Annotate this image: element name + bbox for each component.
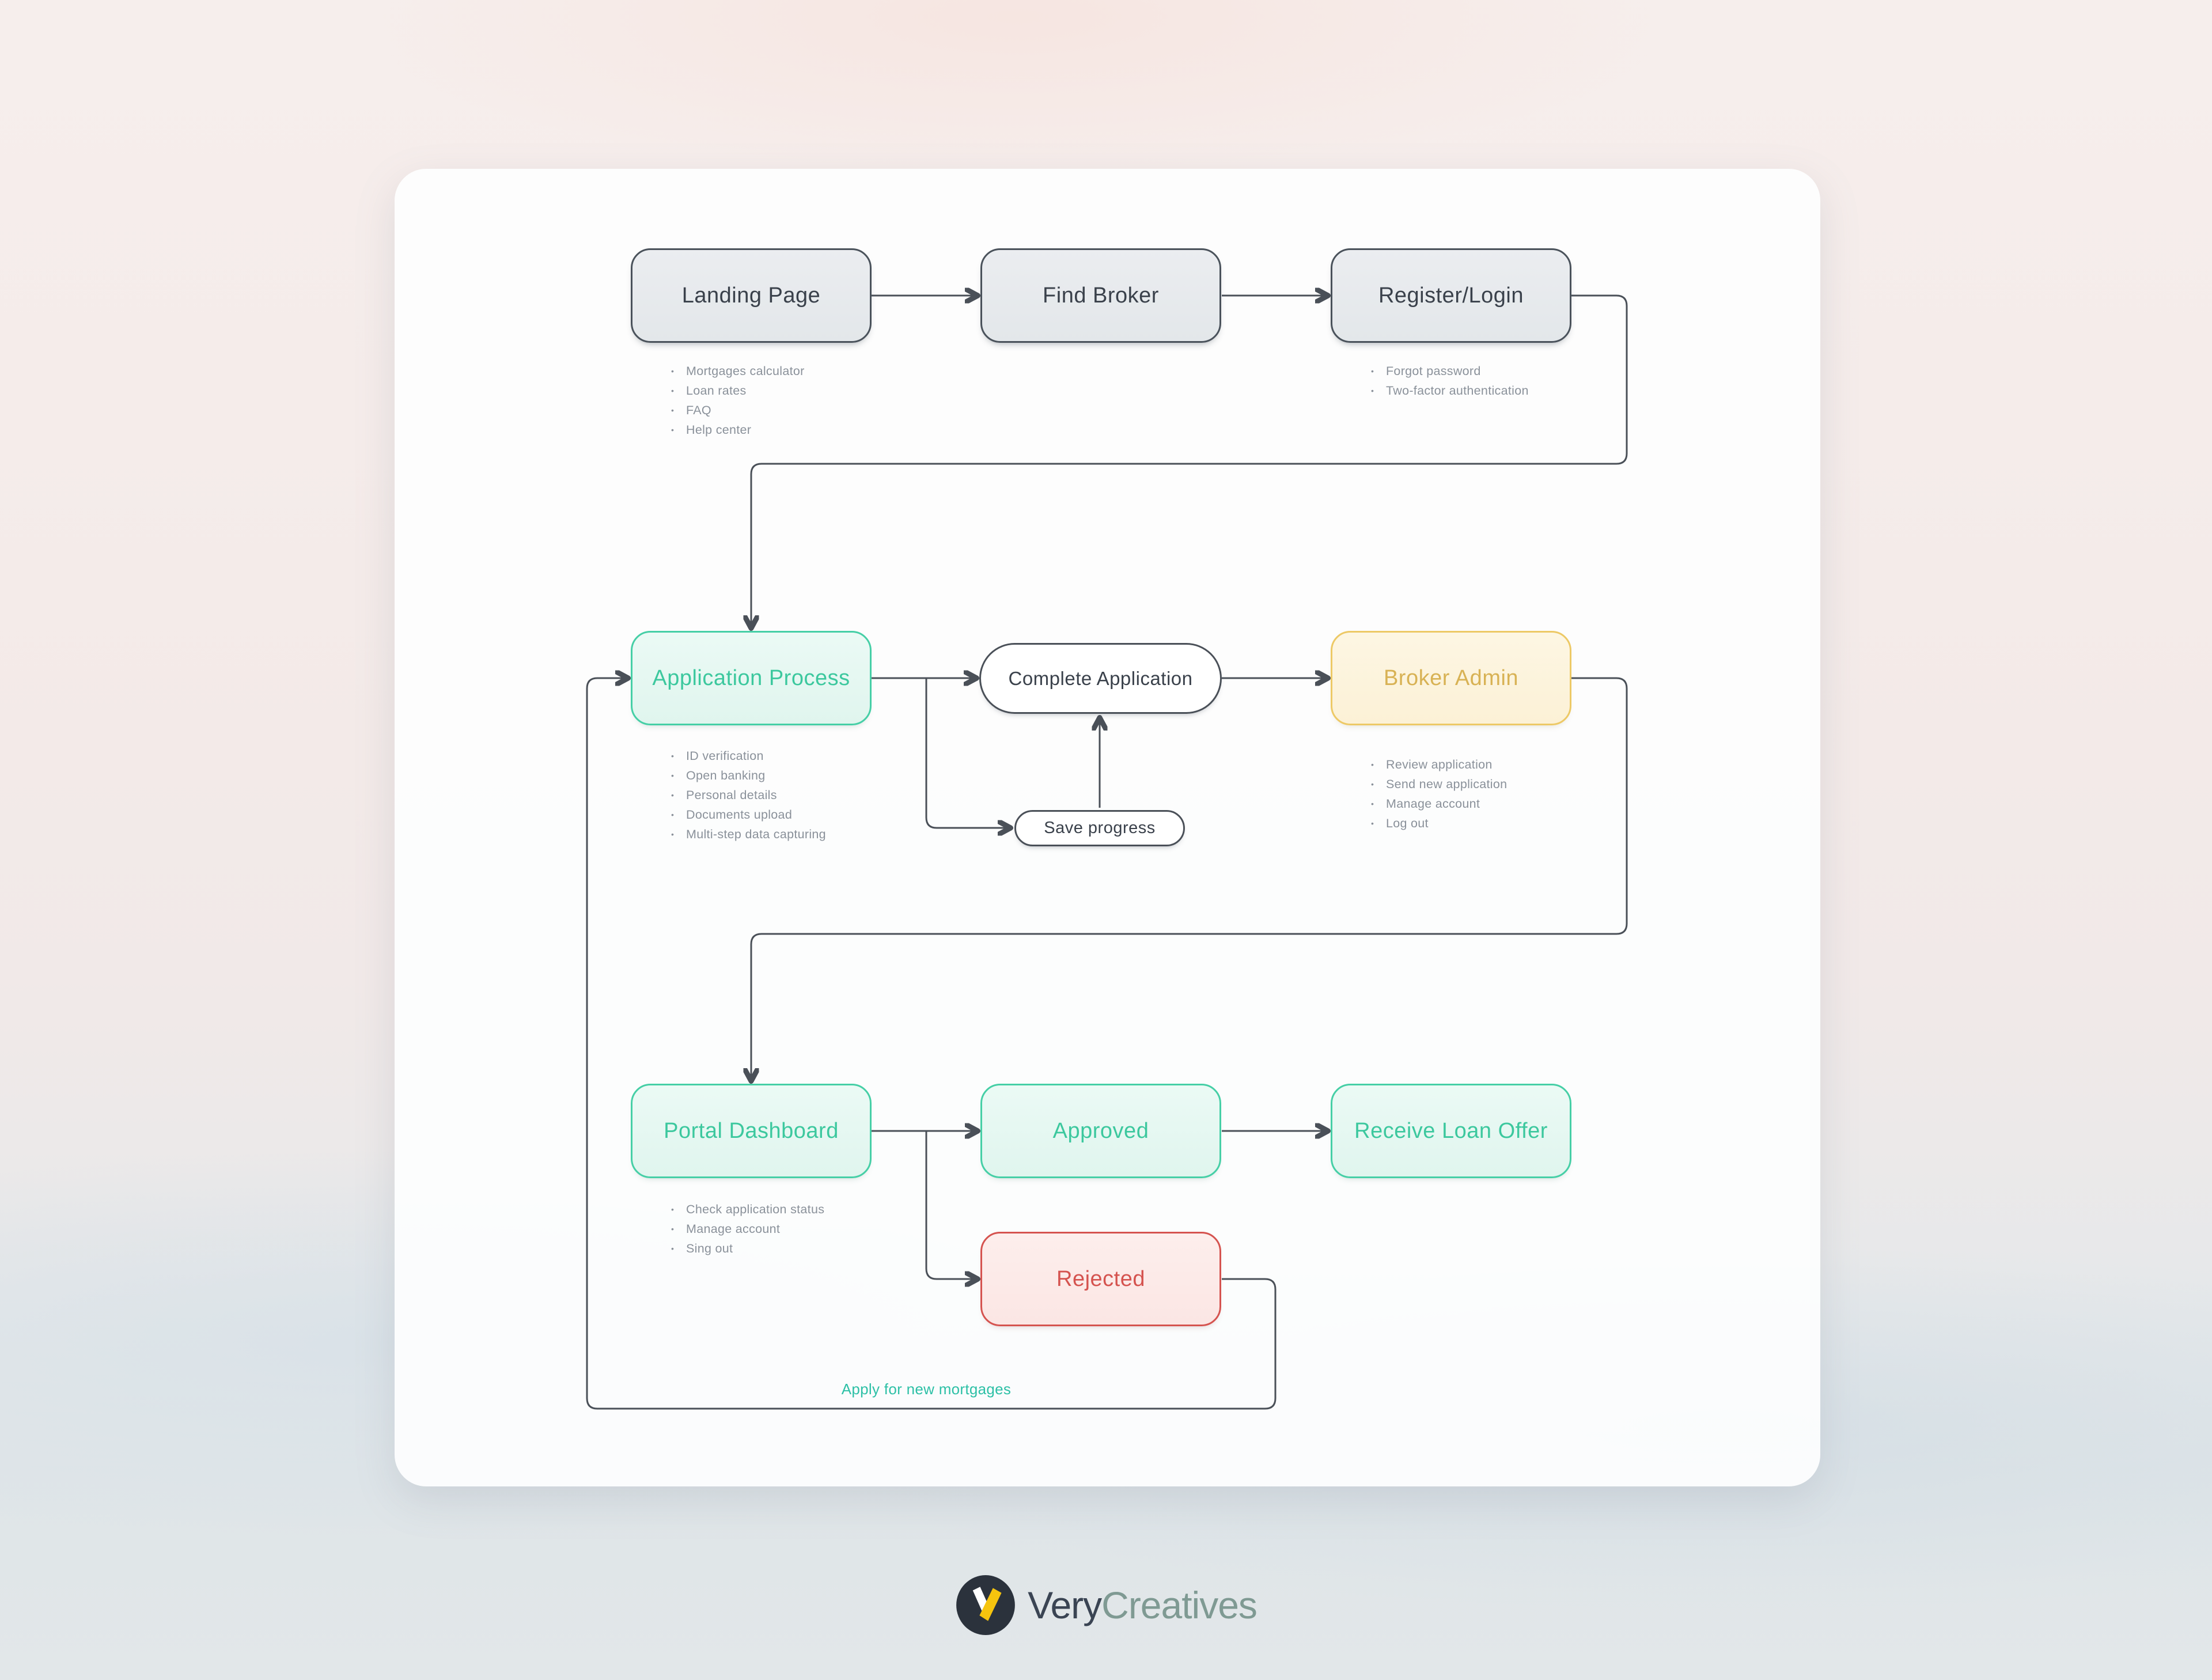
list-item: Manage account	[670, 1219, 946, 1239]
list-item: FAQ	[670, 400, 946, 420]
list-item: Forgot password	[1370, 361, 1646, 381]
node-broker-admin: Broker Admin	[1331, 631, 1571, 725]
list-item: Manage account	[1370, 794, 1646, 813]
node-broker-admin-title: Broker Admin	[1383, 665, 1519, 690]
list-item: Log out	[1370, 813, 1646, 833]
node-portal-dashboard: Portal Dashboard	[631, 1084, 872, 1178]
list-item: ID verification	[670, 746, 946, 766]
list-item: Send new application	[1370, 774, 1646, 794]
node-receive-loan-offer: Receive Loan Offer	[1331, 1084, 1571, 1178]
node-complete-application: Complete Application	[979, 643, 1222, 714]
node-find-broker-title: Find Broker	[1043, 283, 1159, 308]
edge-label-apply-new-mortgages: Apply for new mortgages	[841, 1380, 1012, 1398]
node-save-progress-title: Save progress	[1044, 819, 1156, 837]
portal-dashboard-feature-list: Check application status Manage account …	[670, 1200, 946, 1258]
list-item: Open banking	[670, 766, 946, 785]
landing-page-feature-list: Mortgages calculator Loan rates FAQ Help…	[670, 361, 946, 440]
verycreatives-logo-icon	[956, 1575, 1015, 1635]
node-complete-application-title: Complete Application	[1008, 667, 1193, 689]
node-rejected-title: Rejected	[1056, 1266, 1145, 1291]
list-item: Multi-step data capturing	[670, 824, 946, 844]
brand-prefix: Very	[1028, 1584, 1102, 1626]
node-register-login-title: Register/Login	[1378, 283, 1524, 308]
list-item: Check application status	[670, 1200, 946, 1219]
node-find-broker: Find Broker	[980, 248, 1221, 343]
node-application-process: Application Process	[631, 631, 872, 725]
node-save-progress: Save progress	[1014, 810, 1185, 846]
node-portal-dashboard-title: Portal Dashboard	[664, 1118, 839, 1143]
register-login-feature-list: Forgot password Two-factor authenticatio…	[1370, 361, 1646, 400]
list-item: Two-factor authentication	[1370, 381, 1646, 400]
list-item: Documents upload	[670, 805, 946, 824]
node-landing-page-title: Landing Page	[681, 283, 821, 308]
node-approved-title: Approved	[1052, 1118, 1149, 1143]
brand-suffix: Creatives	[1101, 1584, 1257, 1626]
node-receive-loan-offer-title: Receive Loan Offer	[1354, 1118, 1548, 1143]
brand-footer: VeryCreatives	[0, 1571, 2212, 1640]
node-rejected: Rejected	[980, 1232, 1221, 1326]
list-item: Mortgages calculator	[670, 361, 946, 381]
node-landing-page: Landing Page	[631, 248, 872, 343]
list-item: Loan rates	[670, 381, 946, 400]
node-approved: Approved	[980, 1084, 1221, 1178]
list-item: Personal details	[670, 785, 946, 805]
brand-wordmark: VeryCreatives	[1028, 1583, 1257, 1627]
node-application-process-title: Application Process	[652, 665, 850, 690]
broker-admin-feature-list: Review application Send new application …	[1370, 755, 1646, 833]
list-item: Review application	[1370, 755, 1646, 774]
list-item: Help center	[670, 420, 946, 440]
node-register-login: Register/Login	[1331, 248, 1571, 343]
list-item: Sing out	[670, 1239, 946, 1258]
application-process-feature-list: ID verification Open banking Personal de…	[670, 746, 946, 844]
